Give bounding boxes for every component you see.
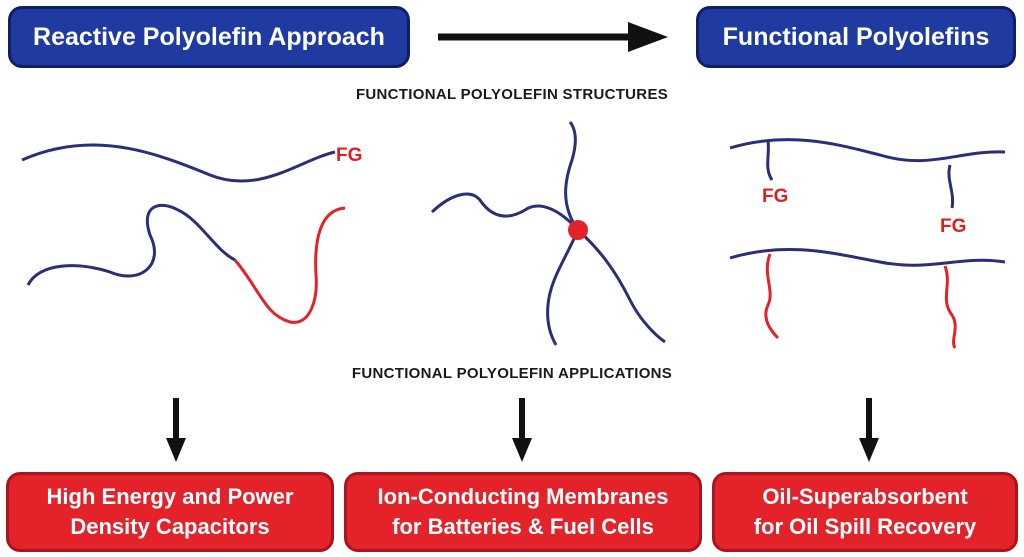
fg-label-end: FG <box>336 145 362 166</box>
block-copolymer-chain <box>26 203 346 324</box>
functional-polyolefins-label: Functional Polyolefins <box>722 22 990 51</box>
star-polymer <box>430 121 666 346</box>
applications-heading: FUNCTIONAL POLYOLEFIN APPLICATIONS <box>351 365 673 382</box>
application-capacitors-line1: High Energy and Power <box>46 484 294 509</box>
structures-heading: FUNCTIONAL POLYOLEFIN STRUCTURES <box>355 86 669 103</box>
down-arrow-icon-3 <box>859 398 879 462</box>
application-box-capacitors: High Energy and Power Density Capacitors <box>6 472 334 552</box>
application-oil-line2: for Oil Spill Recovery <box>753 514 977 539</box>
application-box-oil-recovery: Oil-Superabsorbent for Oil Spill Recover… <box>712 472 1018 552</box>
star-core-icon <box>568 220 588 240</box>
process-arrow-icon <box>438 22 668 52</box>
reactive-approach-box: Reactive Polyolefin Approach <box>8 6 410 68</box>
fg-label-pendant-2: FG <box>940 216 966 237</box>
down-arrow-icon-1 <box>166 398 186 462</box>
application-oil-line1: Oil-Superabsorbent <box>762 484 968 509</box>
graft-copolymer-chain <box>729 248 1006 349</box>
end-functional-chain: FG <box>21 143 362 183</box>
application-membranes-line1: Ion-Conducting Membranes <box>377 484 669 509</box>
application-capacitors-line2: Density Capacitors <box>70 514 270 539</box>
functional-polyolefins-box: Functional Polyolefins <box>696 6 1016 68</box>
application-box-membranes: Ion-Conducting Membranes for Batteries &… <box>344 472 702 552</box>
pendant-functional-chain: FG FG <box>729 138 1006 237</box>
application-membranes-line2: for Batteries & Fuel Cells <box>392 514 654 539</box>
fg-label-pendant-1: FG <box>762 186 788 207</box>
reactive-approach-label: Reactive Polyolefin Approach <box>33 22 385 51</box>
down-arrow-icon-2 <box>512 398 532 462</box>
